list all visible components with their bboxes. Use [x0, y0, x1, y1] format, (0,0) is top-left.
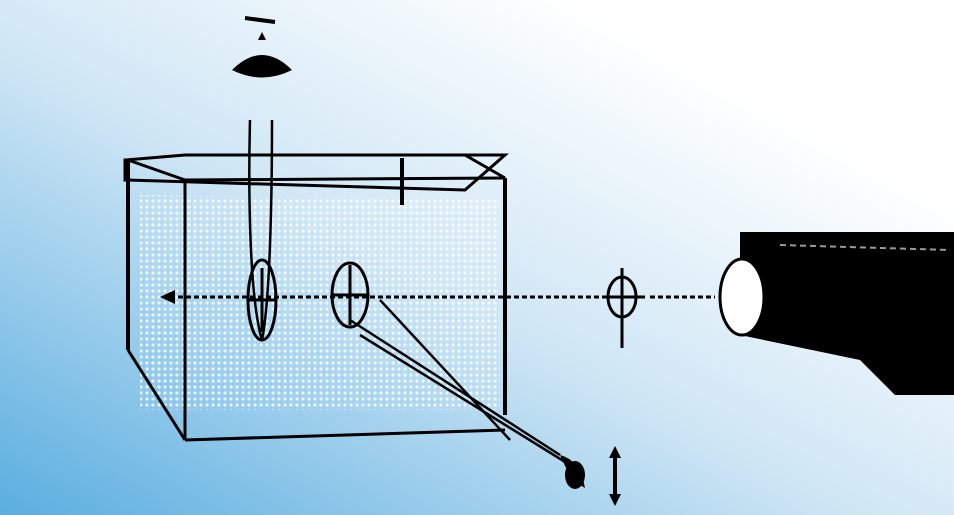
vertical-beam: [248, 119, 274, 341]
eye-icon: [232, 16, 292, 78]
tank: [123, 153, 509, 442]
liquid: [140, 195, 500, 410]
polarizer-icon: [330, 261, 370, 329]
arrow-icon: [609, 446, 621, 506]
diagonal-beam: [349, 299, 571, 467]
polarizer-icon: [602, 268, 645, 348]
light-beam: [160, 290, 715, 304]
eye-icon: [560, 455, 585, 489]
flashlight-icon: [718, 232, 954, 395]
